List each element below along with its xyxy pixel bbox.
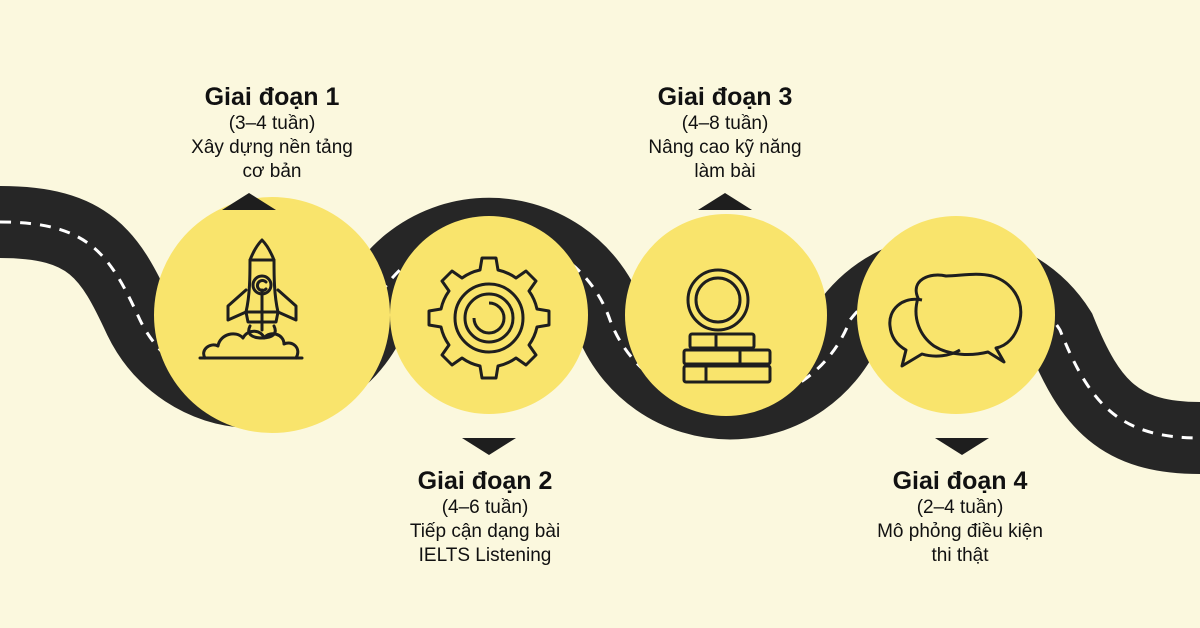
chat-bubbles-icon bbox=[888, 272, 1023, 368]
stage-1-circle bbox=[154, 197, 390, 433]
stage-3-duration: (4–8 tuần) bbox=[681, 113, 769, 134]
stage-1-duration: (3–4 tuần) bbox=[228, 113, 316, 134]
rocket-icon bbox=[198, 238, 304, 360]
stage-1-title: Giai đoạn 1 bbox=[204, 83, 340, 111]
coin-stack-icon bbox=[682, 268, 772, 384]
stage-2-desc-line1: Tiếp cận dạng bài bbox=[409, 521, 561, 542]
stage-2-desc-line2: IELTS Listening bbox=[418, 545, 552, 566]
stage-3-circle bbox=[625, 214, 827, 416]
stage-4-pointer bbox=[935, 438, 989, 455]
gear-icon bbox=[427, 256, 551, 380]
stage-1-desc-line1: Xây dựng nền tảng bbox=[191, 137, 353, 158]
stage-2-circle bbox=[390, 216, 588, 414]
stage-4-duration: (2–4 tuần) bbox=[916, 497, 1004, 518]
stage-4-circle bbox=[857, 216, 1055, 414]
stage-4-title: Giai đoạn 4 bbox=[892, 467, 1028, 495]
stage-2-title: Giai đoạn 2 bbox=[417, 467, 553, 495]
stage-1-label: Giai đoạn 1 (3–4 tuần) Xây dựng nền tảng… bbox=[122, 82, 422, 184]
stage-3-label: Giai đoạn 3 (4–8 tuần) Nâng cao kỹ năng … bbox=[575, 82, 875, 184]
stage-2-duration: (4–6 tuần) bbox=[441, 497, 529, 518]
stage-3-desc-line1: Nâng cao kỹ năng bbox=[648, 137, 802, 158]
stage-4-label: Giai đoạn 4 (2–4 tuần) Mô phỏng điều kiệ… bbox=[810, 466, 1110, 568]
stage-3-title: Giai đoạn 3 bbox=[657, 83, 793, 111]
stage-3-pointer bbox=[698, 193, 752, 210]
stage-4-desc-line1: Mô phỏng điều kiện bbox=[877, 521, 1043, 542]
stage-2-pointer bbox=[462, 438, 516, 455]
stage-2-label: Giai đoạn 2 (4–6 tuần) Tiếp cận dạng bài… bbox=[335, 466, 635, 568]
stage-4-desc-line2: thi thật bbox=[931, 545, 989, 566]
stage-1-pointer bbox=[222, 193, 276, 210]
stage-3-desc-line2: làm bài bbox=[694, 161, 756, 182]
stage-1-desc-line2: cơ bản bbox=[242, 161, 302, 182]
